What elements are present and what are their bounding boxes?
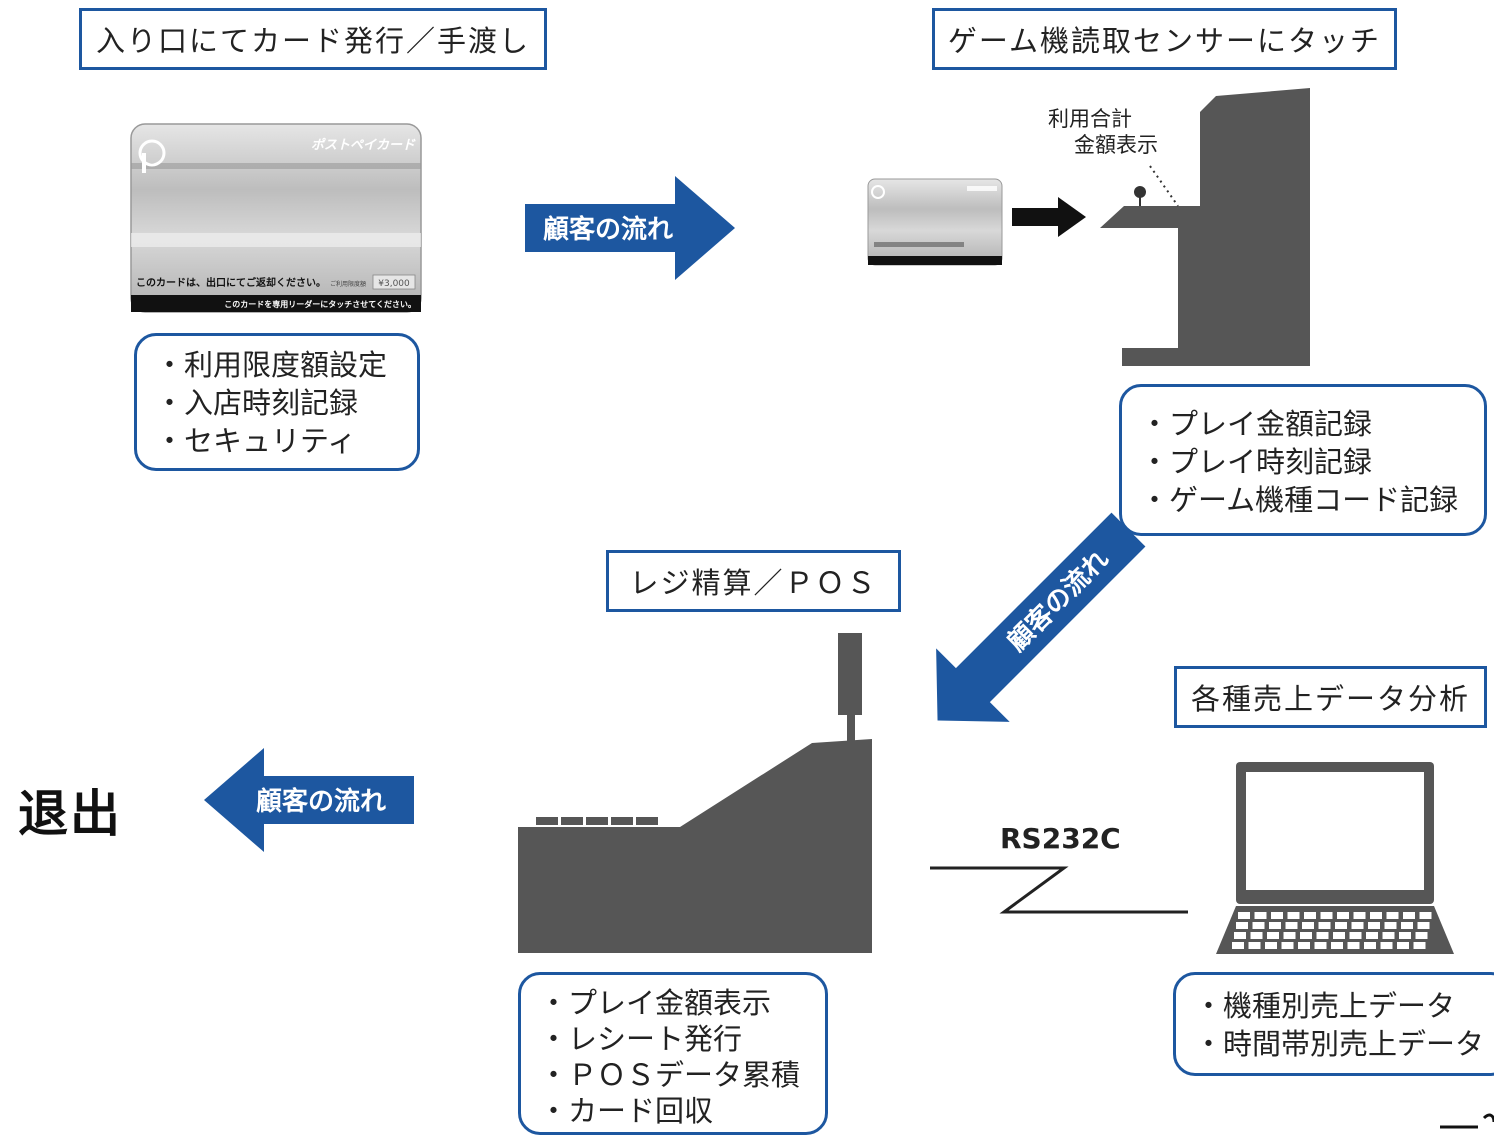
keyboard-key xyxy=(1298,942,1310,949)
step4-title: 各種売上データ分析 xyxy=(1174,666,1487,728)
game-machine-icon xyxy=(1100,88,1310,366)
flow-arrow-diagonal: 顧客の流れ xyxy=(936,512,1146,722)
step4-features: ・機種別売上データ ・時間帯別売上データ xyxy=(1173,972,1494,1076)
card-amount-text: ¥3,000 xyxy=(378,279,410,289)
feature-item: ・入店時刻記録 xyxy=(155,386,359,420)
pos-register-icon xyxy=(518,633,872,953)
keyboard-key xyxy=(1287,912,1300,919)
card-amount-label: ご利用限度額 xyxy=(330,280,366,288)
card-brand-text: ポストペイカード xyxy=(311,137,416,153)
step2-title: ゲーム機読取センサーにタッチ xyxy=(932,8,1397,70)
keyboard-key xyxy=(1364,942,1376,949)
keyboard-key xyxy=(1384,922,1397,929)
keyboard-key xyxy=(1320,912,1333,919)
connection-label: RS232C xyxy=(1000,822,1121,855)
serial-cable-line xyxy=(930,866,1188,914)
keyboard-key xyxy=(1401,922,1413,929)
cropped-fragment xyxy=(1440,1113,1494,1129)
flow-label: 顧客の流れ xyxy=(543,214,673,245)
keyboard-key xyxy=(1314,942,1327,949)
keyboard-key xyxy=(1337,912,1349,919)
feature-item: ・プレイ時刻記録 xyxy=(1140,445,1373,479)
postpay-card-small xyxy=(867,178,1003,266)
keyboard-key xyxy=(1252,922,1265,929)
keyboard-key xyxy=(1285,922,1298,929)
keyboard-key xyxy=(1300,932,1312,939)
flow-label: 顧客の流れ xyxy=(256,786,386,817)
keyboard-key xyxy=(1397,942,1409,949)
flow-arrow-right: 顧客の流れ xyxy=(525,176,735,280)
keyboard-key xyxy=(1415,932,1428,939)
keyboard-key xyxy=(1236,922,1248,929)
exit-label: 退出 xyxy=(18,785,122,843)
flow-label: 顧客の流れ xyxy=(1001,544,1115,658)
usage-total-annotation: 利用合計 金額表示 xyxy=(1048,106,1158,158)
card-touch-text: このカードを専用リーダーにタッチさせてください。 xyxy=(224,299,416,309)
feature-item: ・機種別売上データ xyxy=(1194,989,1456,1023)
keyboard-key xyxy=(1419,912,1432,919)
keyboard-key xyxy=(1238,912,1250,919)
keyboard-key xyxy=(1234,932,1246,939)
keyboard-key xyxy=(1254,912,1267,919)
card-notice-text: このカードは、出口にてご返却ください。 xyxy=(136,276,326,289)
feature-item: ・カード回収 xyxy=(539,1094,714,1128)
feature-item: ・レシート発行 xyxy=(539,1022,743,1056)
keyboard-key xyxy=(1271,912,1283,919)
keyboard-key xyxy=(1403,912,1415,919)
feature-item: ・プレイ金額表示 xyxy=(539,986,772,1020)
touch-arrow xyxy=(1012,197,1086,237)
keyboard-key xyxy=(1281,942,1294,949)
keyboard-key xyxy=(1386,912,1399,919)
keyboard-key xyxy=(1370,912,1382,919)
step3-features: ・プレイ金額表示 ・レシート発行 ・ＰＯＳデータ累積 ・カード回収 xyxy=(518,972,828,1135)
keyboard-key xyxy=(1353,912,1366,919)
keyboard-key xyxy=(1248,942,1261,949)
keyboard-key xyxy=(1331,942,1343,949)
keyboard-key xyxy=(1265,942,1277,949)
keyboard-key xyxy=(1399,932,1411,939)
keyboard-key xyxy=(1269,922,1281,929)
keyboard-key xyxy=(1349,932,1362,939)
keyboard-key xyxy=(1283,932,1296,939)
keyboard-key xyxy=(1232,942,1244,949)
keyboard-key xyxy=(1413,942,1426,949)
step2-features: ・プレイ金額記録 ・プレイ時刻記録 ・ゲーム機種コード記録 xyxy=(1119,384,1487,536)
keyboard-key xyxy=(1302,922,1314,929)
keyboard-key xyxy=(1250,932,1263,939)
keyboard-key xyxy=(1368,922,1380,929)
annotation-line: 金額表示 xyxy=(1074,133,1158,157)
keyboard-key xyxy=(1318,922,1331,929)
step1-title: 入り口にてカード発行／手渡し xyxy=(79,8,547,70)
annotation-line: 利用合計 xyxy=(1048,107,1132,131)
feature-item: ・セキュリティ xyxy=(155,424,357,458)
keyboard-key xyxy=(1366,932,1378,939)
keyboard-key xyxy=(1382,932,1395,939)
feature-item: ・時間帯別売上データ xyxy=(1194,1027,1485,1061)
feature-item: ・プレイ金額記録 xyxy=(1140,407,1373,441)
keyboard-key xyxy=(1267,932,1279,939)
keyboard-key xyxy=(1347,942,1360,949)
keyboard-key xyxy=(1351,922,1364,929)
flow-arrow-left: 顧客の流れ xyxy=(204,748,414,852)
feature-item: ・利用限度額設定 xyxy=(155,348,388,382)
feature-item: ・ＰＯＳデータ累積 xyxy=(539,1058,801,1092)
keyboard-key xyxy=(1316,932,1329,939)
keyboard-key xyxy=(1380,942,1393,949)
keyboard-key xyxy=(1304,912,1316,919)
keyboard-key xyxy=(1335,922,1347,929)
laptop-icon xyxy=(1216,762,1454,954)
keyboard-key xyxy=(1333,932,1345,939)
feature-item: ・ゲーム機種コード記録 xyxy=(1140,483,1459,517)
postpay-card-large: ポストペイカード このカードは、出口にてご返却ください。 ご利用限度額 ¥3,0… xyxy=(130,123,422,313)
step1-features: ・利用限度額設定 ・入店時刻記録 ・セキュリティ xyxy=(134,333,420,471)
keyboard-key xyxy=(1417,922,1430,929)
step3-title: レジ精算／ＰＯＳ xyxy=(606,550,901,612)
